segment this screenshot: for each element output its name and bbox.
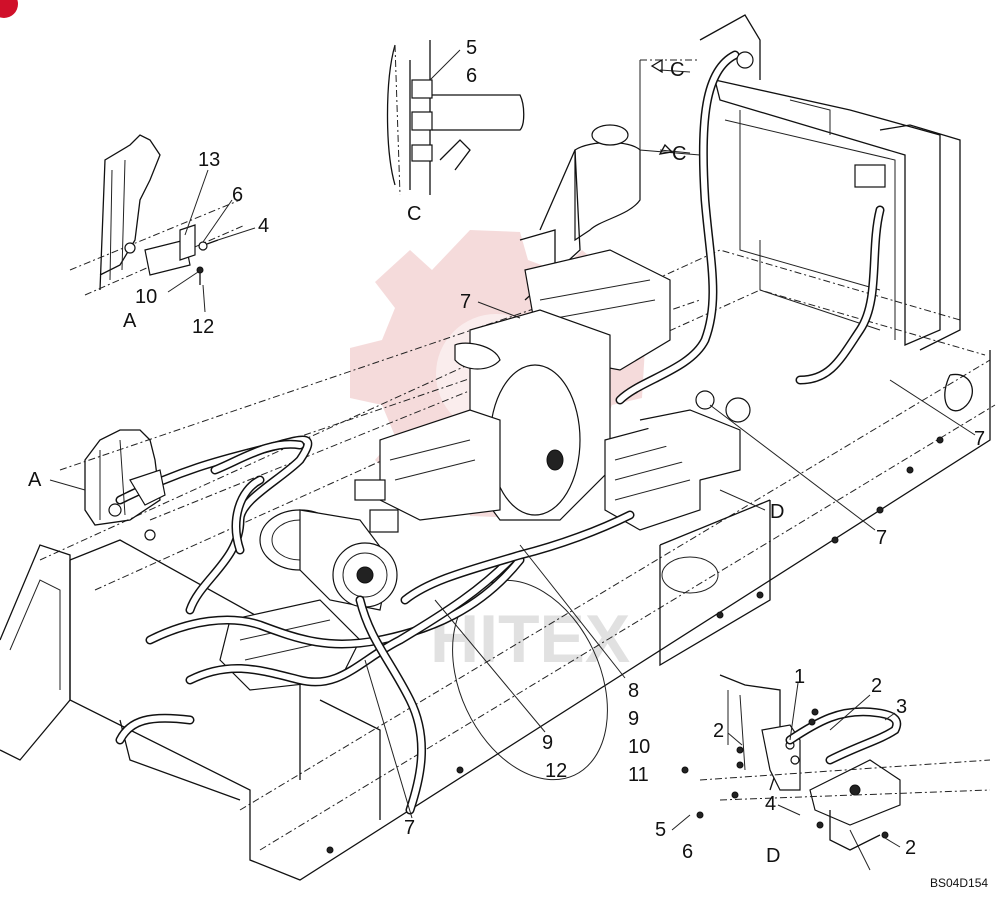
callout-label: 5 [655, 819, 666, 841]
callout-label: 12 [192, 316, 214, 338]
callout-label: 7 [404, 817, 415, 839]
callout-label: 3 [896, 696, 907, 718]
callout-label: 10 [135, 286, 157, 308]
view-label: D [766, 845, 780, 867]
callout-label: 6 [466, 65, 477, 87]
callout-label: 11 [628, 764, 649, 786]
callout-label: 2 [713, 720, 724, 742]
callout-label: 6 [682, 841, 693, 863]
radiator-assembly [615, 14, 961, 405]
hydraulic-hoses [115, 435, 635, 815]
detail-a [69, 134, 246, 296]
callout-label: 9 [542, 732, 553, 754]
callout-label: 6 [232, 184, 243, 206]
section-marker: C [670, 59, 684, 81]
section-marker: C [672, 143, 686, 165]
section-marker: D [770, 501, 784, 523]
engine-block [379, 249, 751, 531]
detail-d [681, 674, 991, 851]
callout-label: 13 [198, 149, 220, 171]
callout-label: 1 [794, 666, 805, 688]
callout-label: 7 [974, 428, 985, 450]
callout-label: 7 [460, 291, 471, 313]
callout-label: 2 [905, 837, 916, 859]
callout-label: 12 [545, 760, 567, 782]
corner-badge [0, 0, 18, 18]
drawing-code: BS04D154 [930, 876, 988, 890]
callout-label: 4 [765, 793, 776, 815]
main-bracket-a [84, 429, 166, 541]
callout-label: 9 [628, 708, 639, 730]
callout-label: 7 [876, 527, 887, 549]
callout-label: 5 [466, 37, 477, 59]
callout-label: 4 [258, 215, 269, 237]
callout-label: 8 [628, 680, 639, 702]
callout-label: 2 [871, 675, 882, 697]
view-label: C [407, 203, 421, 225]
view-label: A [123, 310, 137, 332]
leader-lines [49, 49, 976, 871]
section-marker: A [28, 469, 42, 491]
callout-label: 10 [628, 736, 650, 758]
detail-c [386, 40, 525, 196]
callout-labels: 13 6 4 10 12 A 5 6 C C C A D 7 7 7 8 9 1… [28, 37, 988, 890]
